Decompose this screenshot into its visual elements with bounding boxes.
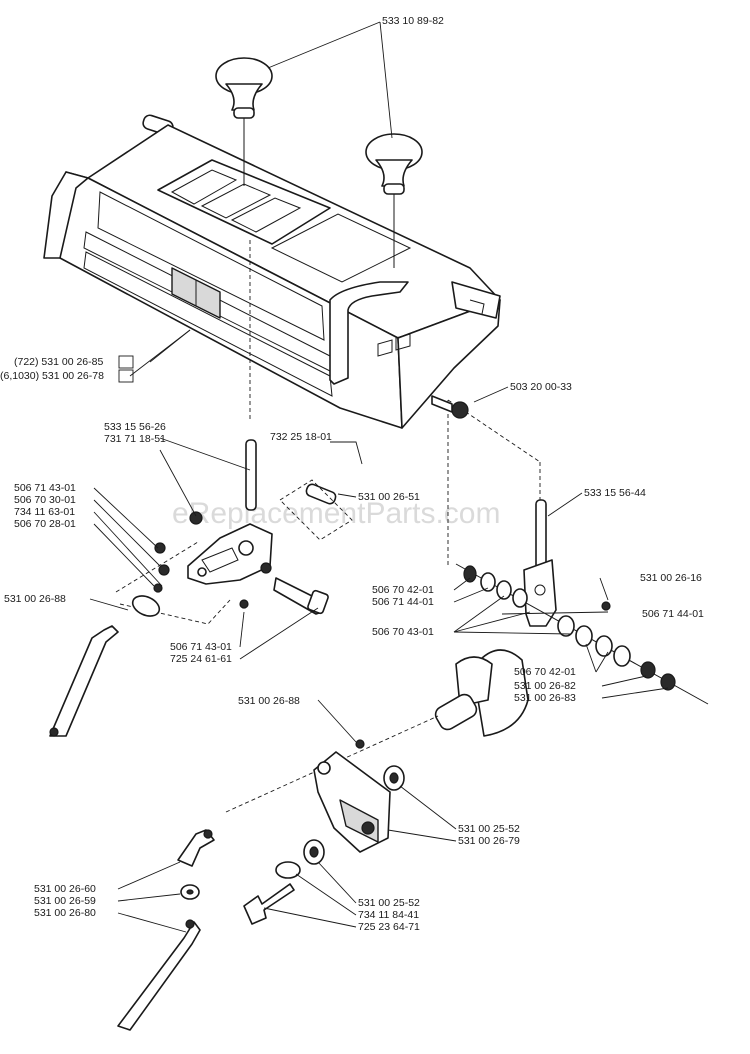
label-knob: 533 10 89-82 (382, 15, 444, 27)
label-rod-l: 531 00 26-88 (4, 593, 66, 605)
right-lever-assembly (431, 395, 709, 705)
label-c-r-a: 531 00 25-52 (458, 823, 520, 835)
label-b-l-a: 531 00 26-60 (34, 883, 96, 895)
left-lever-assembly (49, 240, 353, 737)
label-panel-b: (6,1030) 531 00 26-78 (0, 370, 104, 382)
center-linkage (117, 649, 529, 1031)
label-r-mid-a: 506 70 42-01 (372, 584, 434, 596)
label-l-3: 734 11 63-01 (14, 506, 75, 518)
label-washer-r: 503 20 00-33 (510, 381, 572, 393)
label-r-low-c: 531 00 26-83 (514, 692, 576, 704)
label-clip-top: 732 25 18-01 (270, 431, 332, 443)
label-b-r-c: 725 23 64-71 (358, 921, 420, 933)
label-b-l-b: 531 00 26-59 (34, 895, 96, 907)
knob-left (215, 57, 273, 186)
label-r-mid-b: 506 71 44-01 (372, 596, 434, 608)
label-bot-l-b: 725 24 61-61 (170, 653, 232, 665)
label-r-right2: 506 71 44-01 (642, 608, 704, 620)
label-l-1: 506 71 43-01 (14, 482, 76, 494)
watermark: eReplacementParts.com (172, 497, 500, 530)
label-bracket-l: 531 00 26-51 (358, 491, 420, 503)
label-lever-l-a: 533 15 56-26 (104, 421, 166, 433)
label-b-r-a: 531 00 25-52 (358, 897, 420, 909)
knob-right (365, 133, 423, 268)
label-r-mid-c: 506 70 43-01 (372, 626, 434, 638)
label-c-top: 531 00 26-88 (238, 695, 300, 707)
label-b-r-b: 734 11 84-41 (358, 909, 419, 921)
label-bot-l-a: 506 71 43-01 (170, 641, 232, 653)
label-l-4: 506 70 28-01 (14, 518, 76, 530)
part-labels: 533 10 89-82 (722) 531 00 26-85 (6,1030)… (0, 15, 704, 933)
label-lever-r: 533 15 56-44 (584, 487, 646, 499)
label-panel-a: (722) 531 00 26-85 (14, 356, 103, 368)
label-lever-l-b: 731 71 18-51 (104, 433, 166, 445)
label-r-low-a: 506 70 42-01 (514, 666, 576, 678)
control-panel-housing (43, 114, 501, 429)
label-r-low-b: 531 00 26-82 (514, 680, 576, 692)
label-c-r-b: 531 00 26-79 (458, 835, 520, 847)
label-r-right: 531 00 26-16 (640, 572, 702, 584)
leader-lines (89, 21, 669, 933)
label-l-2: 506 70 30-01 (14, 494, 76, 506)
label-b-l-c: 531 00 26-80 (34, 907, 96, 919)
